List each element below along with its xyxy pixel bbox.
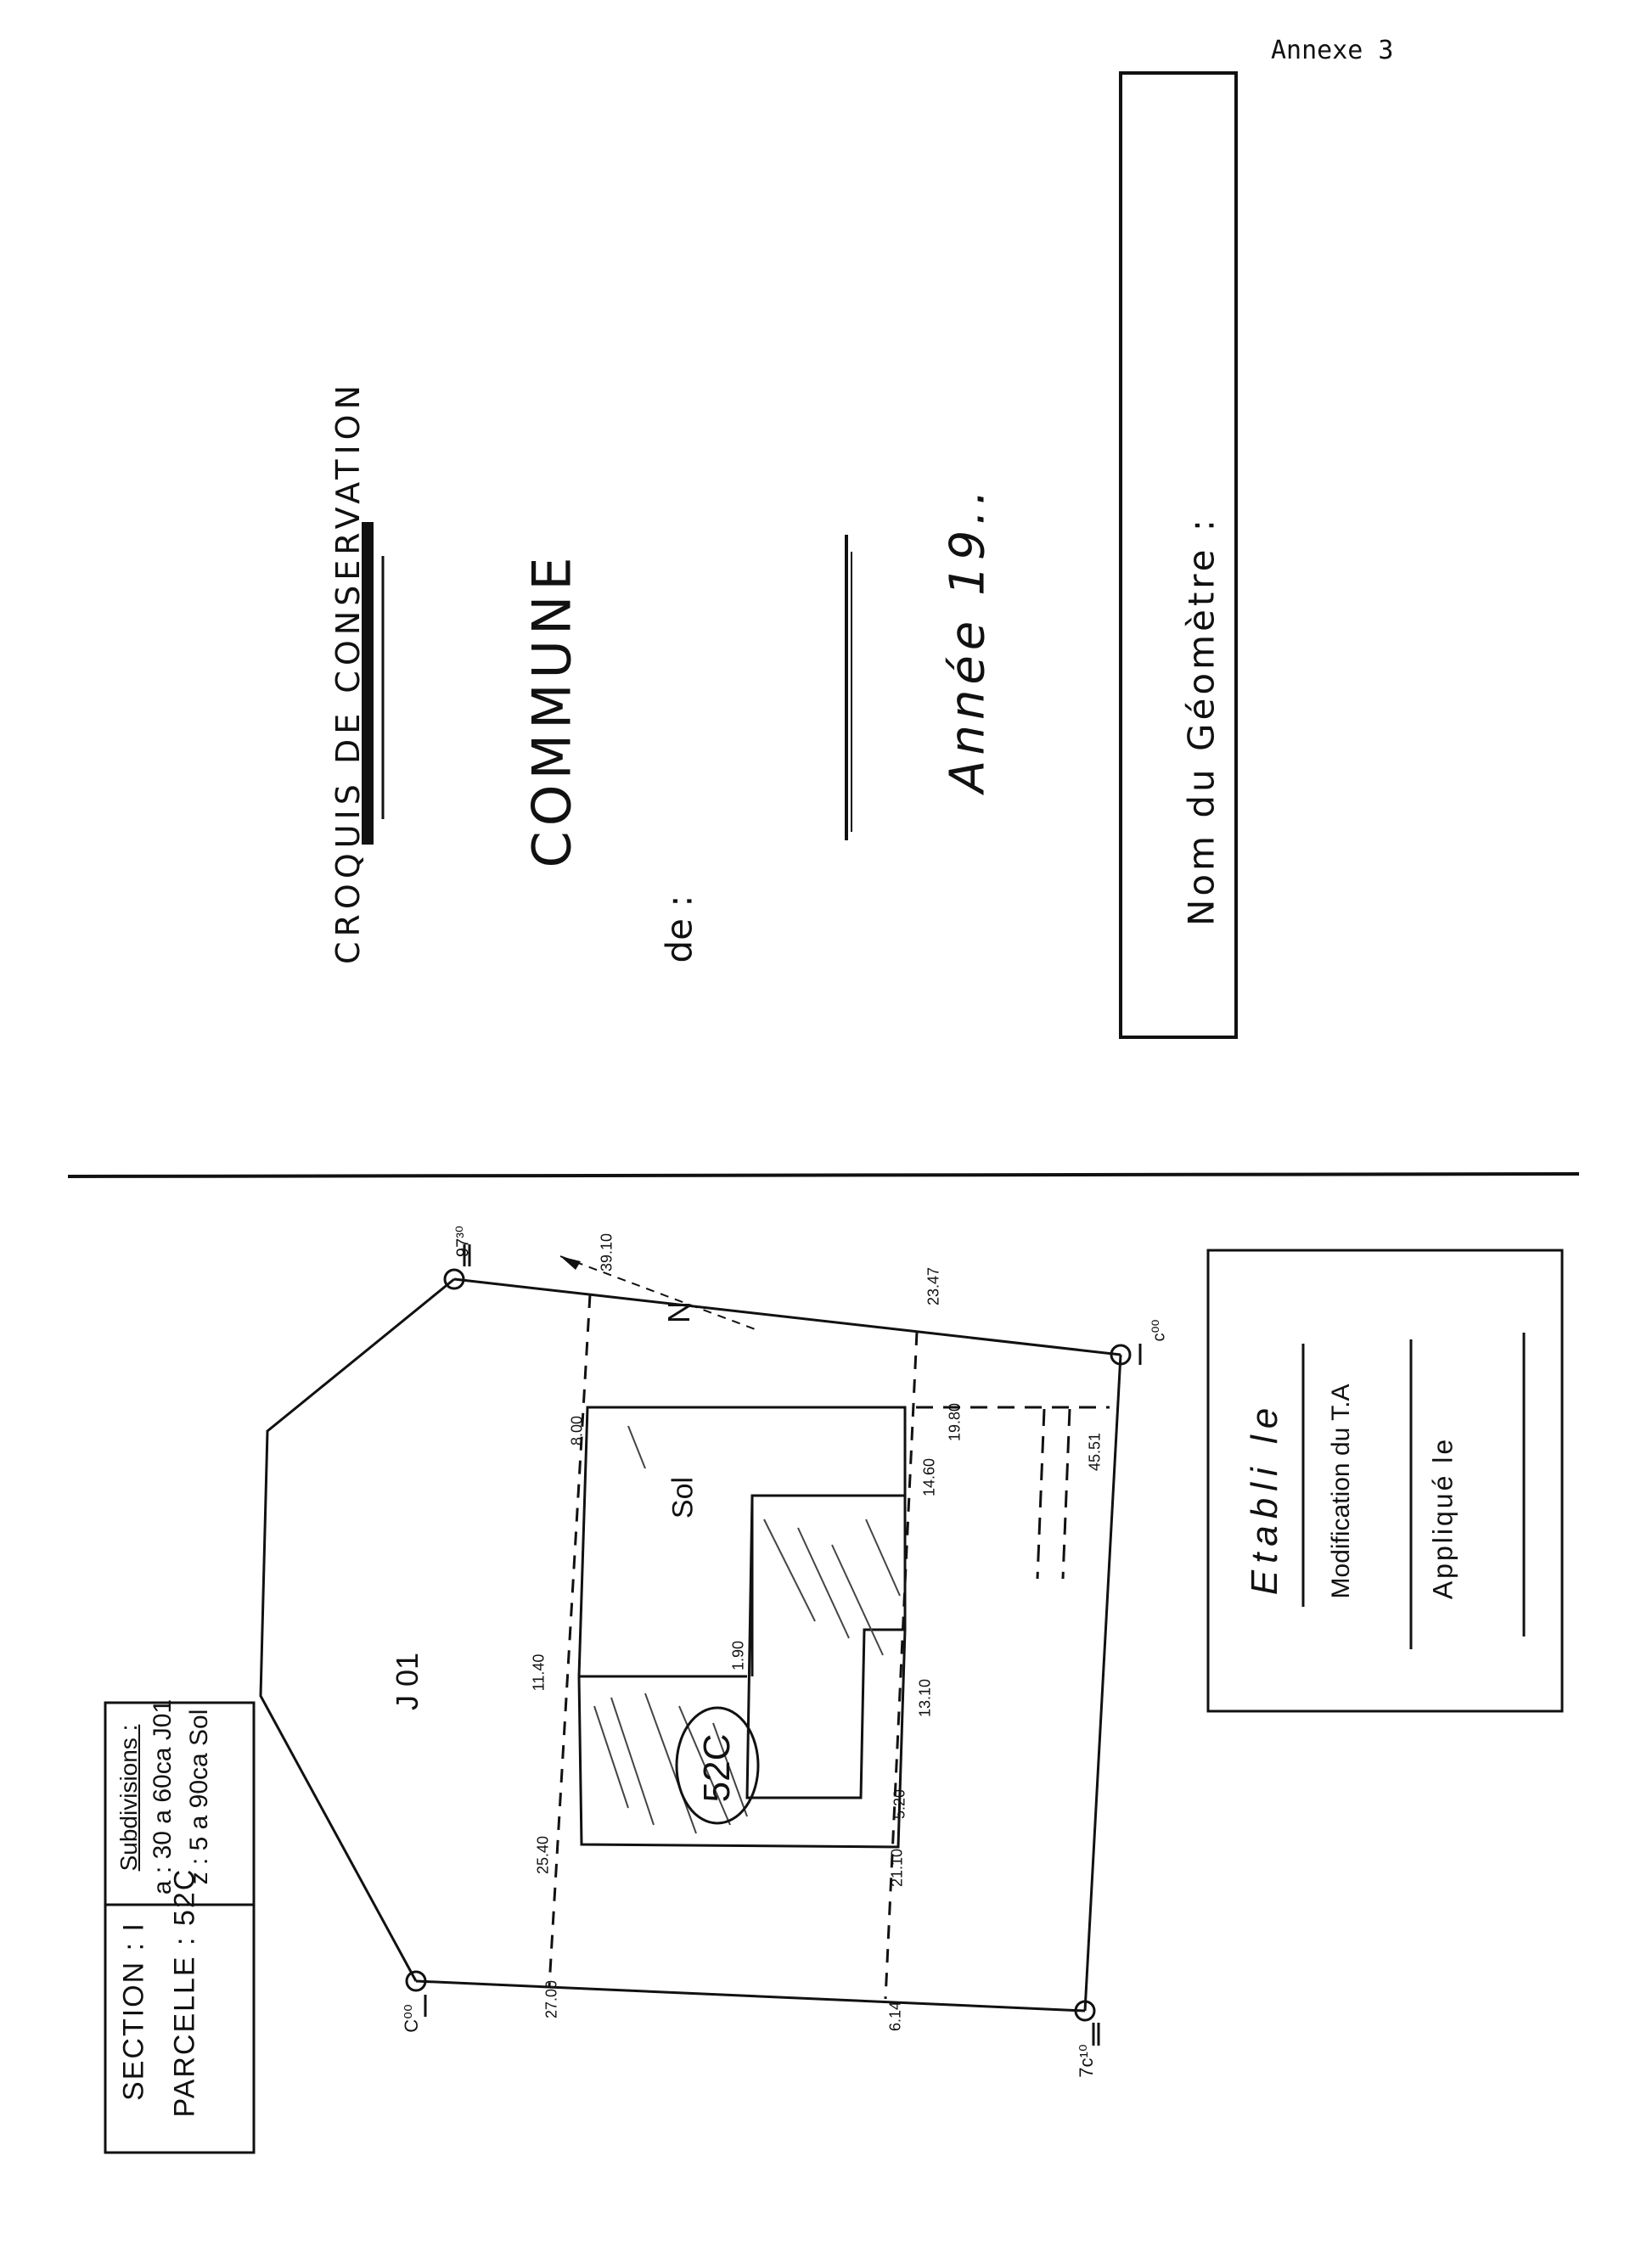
corner-label-bl: C⁰⁰: [401, 2004, 422, 2033]
measure-9: 21.10: [888, 1848, 906, 1888]
survey-point-tl: [443, 1268, 465, 1290]
parcel-top-edge: [453, 1277, 1121, 1356]
survey-point-bl: [405, 1970, 427, 1992]
measure-4: 14.60: [920, 1457, 938, 1497]
sol-label: Sol: [666, 1476, 700, 1519]
north-arrow-line: [559, 1255, 758, 1331]
parcel-right-edge: [1083, 1354, 1122, 2012]
corner-marks: [424, 1244, 1142, 2046]
building-outline: [577, 1406, 907, 1849]
dashed-line-right: [884, 1331, 919, 2000]
parcelle-label: PARCELLE : 52C: [168, 1867, 201, 2118]
dashed-sol-right-2: [1061, 1408, 1071, 1580]
dashed-line-left: [548, 1294, 592, 1987]
measure-3: 45.51: [1086, 1432, 1104, 1472]
annex-label: Annexe 3: [1271, 36, 1394, 65]
j01-label: J 01: [390, 1652, 424, 1711]
parcel-id-oval: [675, 1706, 760, 1825]
north-arrow-head: [560, 1256, 581, 1270]
parcel-left-outline: [259, 1277, 455, 1982]
north-label: N: [661, 1301, 696, 1323]
stamp-box: [1206, 1249, 1564, 1713]
page-divider: [67, 1172, 1580, 1178]
measure-12: 5.20: [891, 1788, 908, 1820]
corner-label-tl: 97³⁰: [453, 1226, 473, 1257]
corner-label-tr: c⁰⁰: [1149, 1319, 1169, 1342]
survey-point-br: [1074, 2000, 1096, 2022]
parcel-id-label: 52C: [696, 1733, 738, 1803]
section-label: SECTION : I: [117, 1922, 150, 2101]
measure-13: 8.00: [568, 1415, 586, 1446]
dashed-sol-right-1: [1036, 1408, 1046, 1580]
measure-10: 27.00: [542, 1979, 560, 2019]
etabli-label: Etabli le: [1244, 1401, 1285, 1596]
measure-8: 25.40: [534, 1835, 552, 1875]
subdivision-a: a : 30 a 60ca J01: [149, 1698, 177, 1895]
corner-label-br: 7c¹⁰: [1076, 2044, 1097, 2078]
measure-14: 1.90: [729, 1640, 747, 1671]
measure-6: 11.40: [530, 1653, 548, 1692]
subdivision-z: z : 5 a 90ca Sol: [185, 1709, 213, 1885]
geometre-box: [1119, 71, 1238, 1039]
subdivisions-title: Subdivisions :: [115, 1724, 142, 1872]
applique-label: Appliqué le: [1427, 1436, 1459, 1600]
measure-1: 39.10: [598, 1232, 615, 1272]
survey-point-tr: [1110, 1344, 1132, 1366]
measure-7: 13.10: [916, 1678, 934, 1718]
section-box: [104, 1701, 256, 2154]
measure-5: 19.80: [946, 1402, 964, 1442]
measure-2: 23.47: [925, 1266, 942, 1306]
measure-11: 6.14: [886, 2001, 904, 2032]
parcel-bottom-edge: [415, 1979, 1086, 2013]
modification-label: Modification du T.A: [1327, 1384, 1355, 1599]
title-underline-bar: [362, 522, 374, 845]
